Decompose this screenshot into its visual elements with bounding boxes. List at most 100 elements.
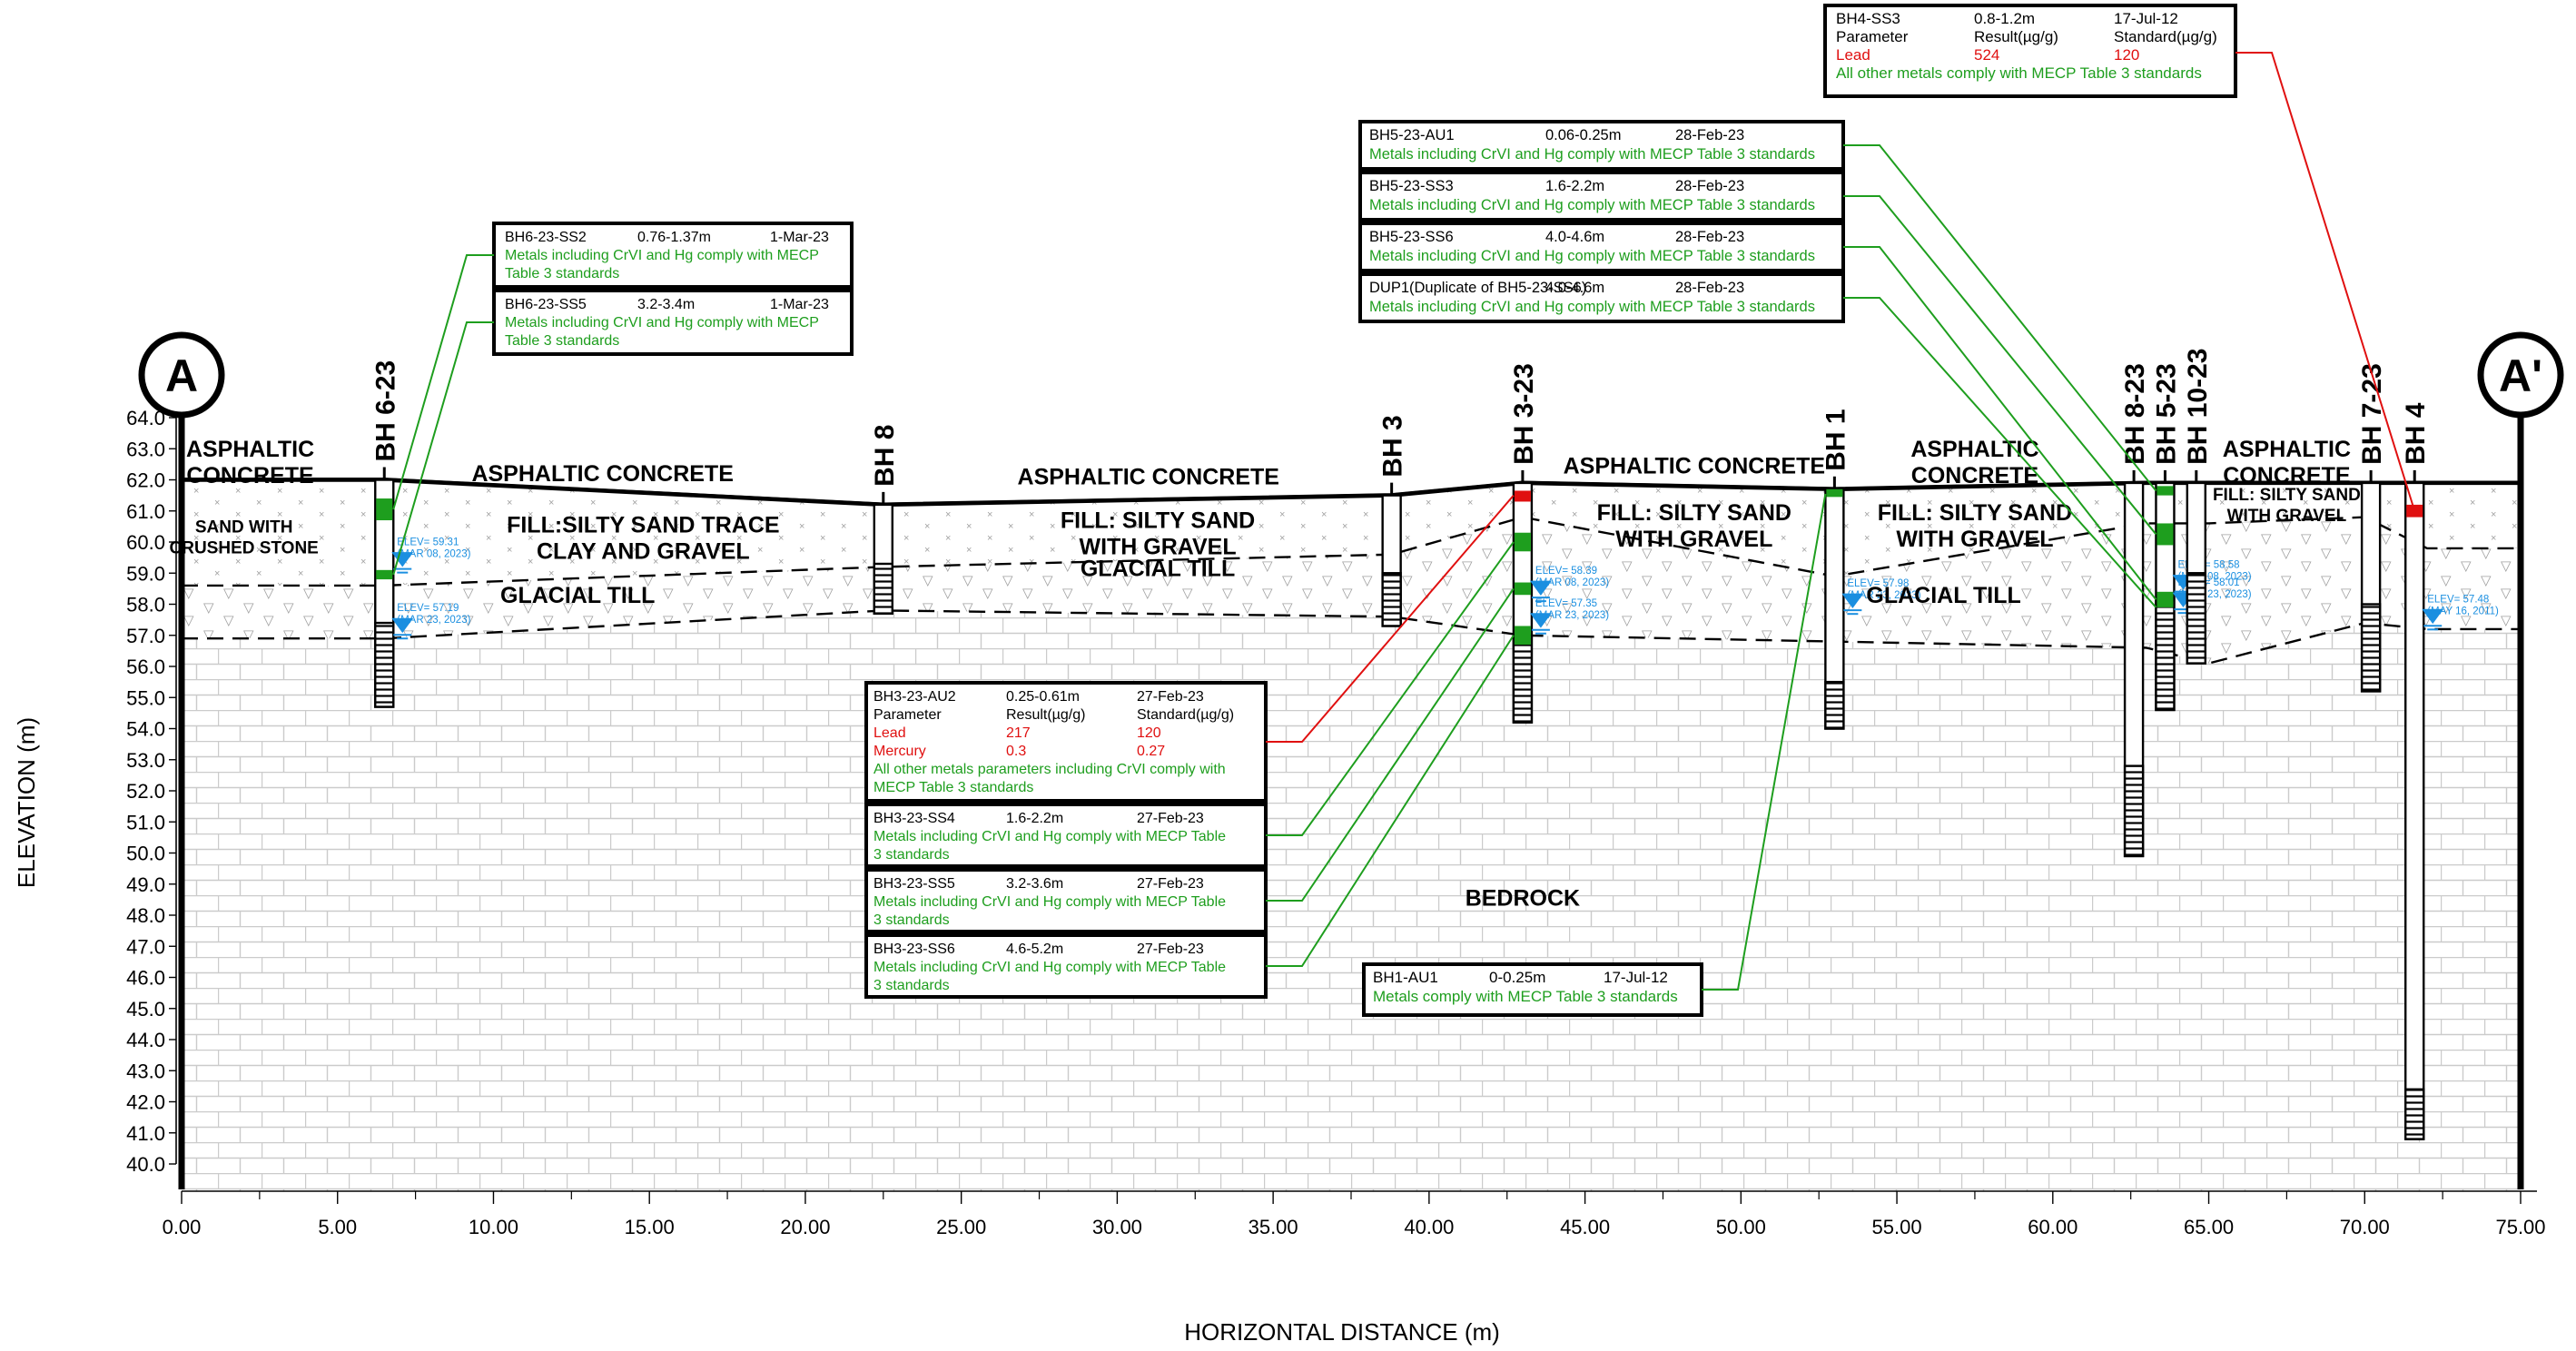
layer-label: WITH GRAVEL (1896, 527, 2053, 552)
callout-text: Metals including CrVI and Hg comply with… (1369, 248, 1815, 264)
x-tick-label: 40.00 (1404, 1216, 1454, 1238)
borehole-label: BH 3 (1378, 415, 1408, 477)
ground-surface-line (182, 478, 2521, 508)
callout-cell: BH5-23-AU1 (1369, 127, 1455, 143)
callout-box (1358, 120, 1845, 171)
callout-cell: 120 (2114, 46, 2139, 64)
layer-label: GLACIAL TILL (1866, 583, 2020, 608)
x-tick-label: 55.00 (1872, 1216, 1922, 1238)
borehole-label: BH 6-23 (370, 360, 400, 462)
callout-cell: BH1-AU1 (1373, 969, 1438, 986)
layer-label: CLAY AND GRAVEL (537, 539, 750, 565)
callout-cell: 0.76-1.37m (637, 230, 711, 245)
callout-text: 3 standards (873, 912, 950, 928)
y-tick-label: 63.0 (126, 438, 165, 460)
callout-cell: 27-Feb-23 (1137, 811, 1204, 826)
borehole-label: BH 4 (2401, 402, 2431, 465)
callout-cell: BH3-23-SS4 (873, 811, 955, 826)
y-tick-label: 53.0 (126, 749, 165, 772)
x-tick-label: 25.00 (936, 1216, 986, 1238)
callout-cell: Standard(µg/g) (1137, 707, 1234, 723)
borehole-screen (2155, 597, 2176, 712)
y-tick-label: 57.0 (126, 625, 165, 647)
callout-leader (1702, 493, 1827, 991)
borehole-casing (2404, 481, 2425, 1140)
callout-cell: 0.27 (1137, 744, 1165, 759)
section-marker-circle (138, 331, 225, 419)
layer-label: WITH GRAVEL (1079, 535, 1236, 560)
y-tick-label: 48.0 (126, 904, 165, 927)
borehole-label: BH 5-23 (2151, 363, 2181, 465)
callout-text: All other metals parameters including Cr… (873, 762, 1226, 777)
y-tick-label: 60.0 (126, 531, 165, 554)
sample-marker (2157, 486, 2174, 496)
x-tick-label: 5.00 (318, 1216, 357, 1238)
borehole-label: BH 7-23 (2357, 363, 2387, 465)
borehole: BH 10-23 (2183, 349, 2213, 665)
callout-cell: 1.6-2.2m (1006, 811, 1063, 826)
callout-cell: 28-Feb-23 (1675, 127, 1744, 143)
callout-leader (1266, 587, 1515, 902)
section-marker-label: A' (2499, 350, 2542, 401)
callout-cell: BH6-23-SS2 (505, 230, 587, 245)
borehole-screen (2360, 603, 2382, 693)
callout-text: 3 standards (873, 978, 950, 993)
sample-marker (1514, 626, 1531, 646)
x-tick-label: 10.00 (469, 1216, 518, 1238)
y-tick-label: 47.0 (126, 935, 165, 958)
callout-box (864, 681, 1268, 803)
callout-cell: 27-Feb-23 (1137, 942, 1204, 957)
callout-box (1358, 171, 1845, 222)
callout-leader (1843, 297, 2157, 608)
layer-label: CONCRETE (2223, 463, 2350, 488)
callout-bh6-23: BH6-23-SS2 0.76-1.37m 1-Mar-23 Metals inclu… (392, 222, 854, 576)
section-marker-label: A (165, 350, 198, 401)
callout-box (1823, 4, 2237, 98)
borehole-screen (1512, 634, 1534, 724)
y-tick-label: 42.0 (126, 1091, 165, 1114)
water-level-elev: ELEV= 57.48 (2427, 594, 2489, 605)
callout-box (492, 289, 854, 356)
water-level-date: (MAR 23, 2023) (1847, 590, 1920, 601)
callout-cell: BH3-23-SS5 (873, 876, 955, 892)
water-level-elev: ELEV= 57.98 (1847, 578, 1909, 589)
callout-leader (392, 254, 494, 510)
callout-cell: 28-Feb-23 (1675, 178, 1744, 194)
y-tick-label: 51.0 (126, 811, 165, 833)
y-tick-label: 61.0 (126, 500, 165, 523)
callout-text: Metals including CrVI and Hg comply with… (505, 248, 819, 263)
borehole-screen (374, 621, 395, 708)
layer-label: CRUSHED STONE (170, 539, 319, 558)
callout-box (864, 803, 1268, 868)
callout-leader (392, 321, 494, 576)
borehole-screen (873, 562, 893, 615)
callout-cell: 4.0-4.6m (1545, 280, 1604, 296)
callout-text: Table 3 standards (505, 333, 619, 349)
callout-text: Table 3 standards (505, 266, 619, 281)
layer-label: ASPHALTIC (2223, 437, 2351, 462)
sample-marker (1514, 582, 1531, 596)
x-tick-label: 75.00 (2495, 1216, 2545, 1238)
water-level-icon (391, 617, 414, 634)
sample-marker (376, 569, 393, 580)
callout-cell: 4.0-4.6m (1545, 229, 1604, 245)
callout-cell: 0.25-0.61m (1006, 689, 1080, 705)
callout-box (864, 868, 1268, 933)
callout-cell: 1-Mar-23 (770, 297, 829, 312)
y-tick-label: 50.0 (126, 843, 165, 865)
callout-cell: 27-Feb-23 (1137, 876, 1204, 892)
asphalt-top-line (182, 478, 2521, 504)
callout-cell: BH5-23-SS3 (1369, 178, 1454, 194)
callout-cell: 1.6-2.2m (1545, 178, 1604, 194)
layer-label: FILL: SILTY SAND (2213, 486, 2361, 505)
sample-marker (1514, 490, 1531, 502)
y-tick-label: 54.0 (126, 718, 165, 741)
callout-leader (1266, 494, 1515, 743)
water-level-icon (1529, 613, 1552, 628)
layer-label: GLACIAL TILL (1081, 557, 1235, 582)
x-tick-label: 50.00 (1716, 1216, 1766, 1238)
